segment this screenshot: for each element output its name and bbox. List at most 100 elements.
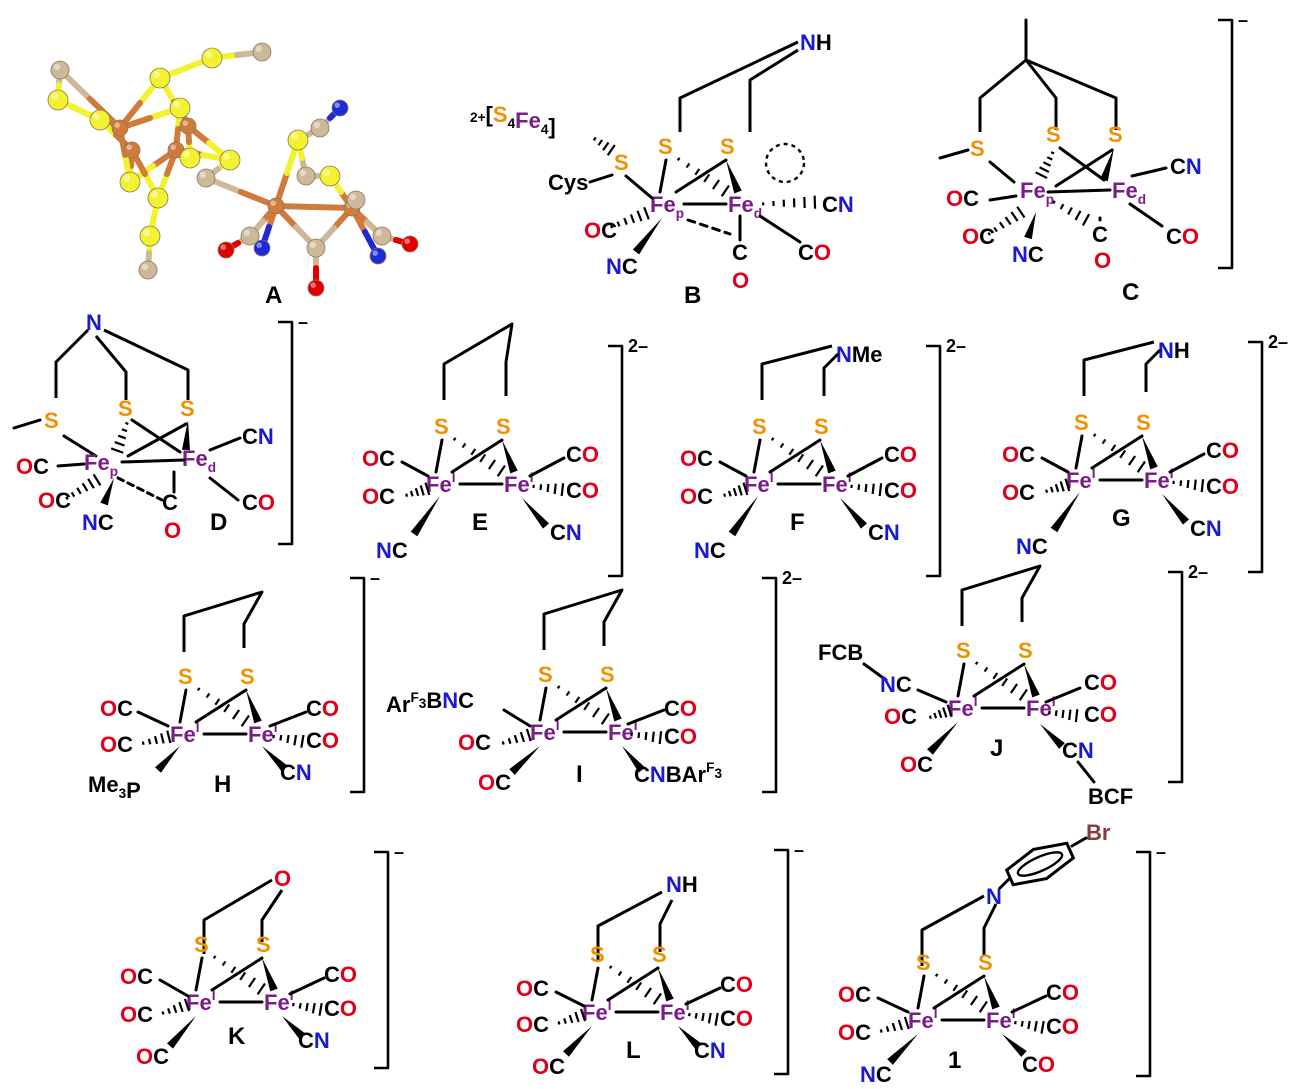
iron-atom: FeI — [504, 470, 533, 497]
carbonyl-ligand: OC — [680, 446, 713, 471]
amine-bridgehead: NH — [666, 872, 698, 897]
charge-label: – — [298, 312, 308, 332]
model-atom — [308, 280, 324, 296]
sulfur-atom: S — [240, 664, 255, 689]
isocyanide-ligand: ArF3BNC — [386, 688, 474, 717]
sulfur-atom: S — [652, 942, 667, 967]
sulfur-atom: S — [614, 150, 629, 175]
atom-highlight — [270, 200, 276, 206]
model-atom — [297, 167, 315, 185]
charge-bracket — [350, 578, 364, 792]
bond — [1048, 190, 1110, 192]
carbonyl-ligand: OC — [136, 1044, 169, 1069]
model-atom — [202, 48, 222, 68]
carbonyl-ligand: OC — [362, 484, 395, 509]
bromine-atom: Br — [1086, 820, 1111, 845]
bond-chain — [962, 566, 1040, 626]
iron-atom: FeI — [170, 720, 199, 747]
carbonyl-ligand: OC — [838, 982, 871, 1007]
bond — [592, 968, 598, 1000]
sulfur-atom: S — [752, 414, 767, 439]
amine-bridgehead: NH — [1158, 338, 1190, 363]
bond — [212, 958, 262, 990]
bond — [452, 440, 502, 472]
hashed-bond — [1173, 479, 1203, 492]
atom-highlight — [143, 229, 150, 236]
sulfur-atom: S — [118, 396, 133, 421]
iron-atom: FeI — [948, 694, 977, 721]
aromatic-circle — [1015, 848, 1065, 880]
bond — [58, 464, 84, 466]
hashed-bond — [763, 196, 815, 209]
wedge-bond — [502, 440, 518, 473]
bond-chain — [184, 592, 262, 652]
amine-bridgehead: NMe — [836, 342, 882, 367]
sulfur-atom: S — [1136, 410, 1151, 435]
carbonyl-ligand: OC — [532, 1054, 565, 1079]
bond — [270, 712, 306, 726]
bond — [770, 440, 820, 472]
bond — [626, 176, 652, 198]
bond — [1132, 168, 1166, 176]
atom-highlight — [142, 264, 148, 270]
wedge-bond — [509, 746, 540, 775]
bond — [940, 150, 968, 158]
compound-label: K — [228, 1023, 246, 1050]
wedge-bond — [411, 496, 440, 536]
cyanide-ligand: CN — [1190, 516, 1222, 541]
carbonyl-ligand: CO — [1084, 670, 1117, 695]
model-atom — [320, 166, 340, 186]
carbonyl-ligand: OC — [120, 1002, 153, 1027]
wedge-bond — [633, 218, 662, 254]
model-atom — [347, 191, 365, 209]
compound-label: J — [990, 735, 1003, 762]
bond — [210, 438, 240, 450]
wedge-bond — [522, 498, 549, 529]
carbonyl-ligand: CO — [566, 478, 599, 503]
model-atom — [48, 90, 68, 110]
sulfur-atom: S — [496, 414, 511, 439]
bond — [1170, 454, 1204, 472]
bond-chain — [1026, 60, 1116, 130]
bond — [848, 458, 882, 476]
bond — [504, 710, 530, 726]
model-atom — [288, 130, 308, 150]
carbonyl-ligand: OC — [900, 752, 933, 777]
bond-chain — [1084, 342, 1154, 396]
atom-highlight — [310, 242, 316, 248]
cysteine-label: Cys — [548, 170, 588, 195]
carbonyl-ligand: OC — [478, 770, 511, 795]
wedge-bond — [262, 958, 278, 991]
model-atom — [268, 198, 284, 214]
iron-atom: FeI — [822, 470, 851, 497]
sulfur-atom: S — [814, 414, 829, 439]
bond — [436, 440, 442, 472]
model-atom — [402, 236, 418, 252]
charge-bracket — [1136, 852, 1150, 1076]
hashed-bond — [1015, 1021, 1044, 1034]
wedge-bond — [658, 968, 674, 1001]
borane-label: FCB — [818, 640, 863, 665]
wedge-bond — [1162, 494, 1189, 525]
hashed-bond — [503, 729, 531, 745]
sulfur-atom: S — [1018, 638, 1033, 663]
atom-label: C — [732, 240, 748, 265]
carbonyl-ligand: OC — [516, 976, 549, 1001]
cyanide-ligand: NC — [1012, 242, 1044, 267]
model-atom — [124, 142, 140, 158]
cyanide-ligand: NC — [82, 510, 114, 535]
sulfur-atom: S — [978, 950, 993, 975]
carbonyl-ligand: CO — [884, 478, 917, 503]
bond — [180, 690, 186, 722]
carbonyl-ligand: CO — [242, 490, 275, 515]
wedge-bond — [606, 688, 622, 721]
atom-highlight — [310, 282, 316, 288]
iron-atom: FeI — [660, 998, 689, 1025]
cyanide-ligand: CN — [694, 1038, 726, 1063]
open-site — [766, 144, 804, 182]
atom-highlight — [205, 51, 212, 58]
sulfur-atom: S — [1046, 122, 1061, 147]
bond-chain — [984, 904, 996, 956]
